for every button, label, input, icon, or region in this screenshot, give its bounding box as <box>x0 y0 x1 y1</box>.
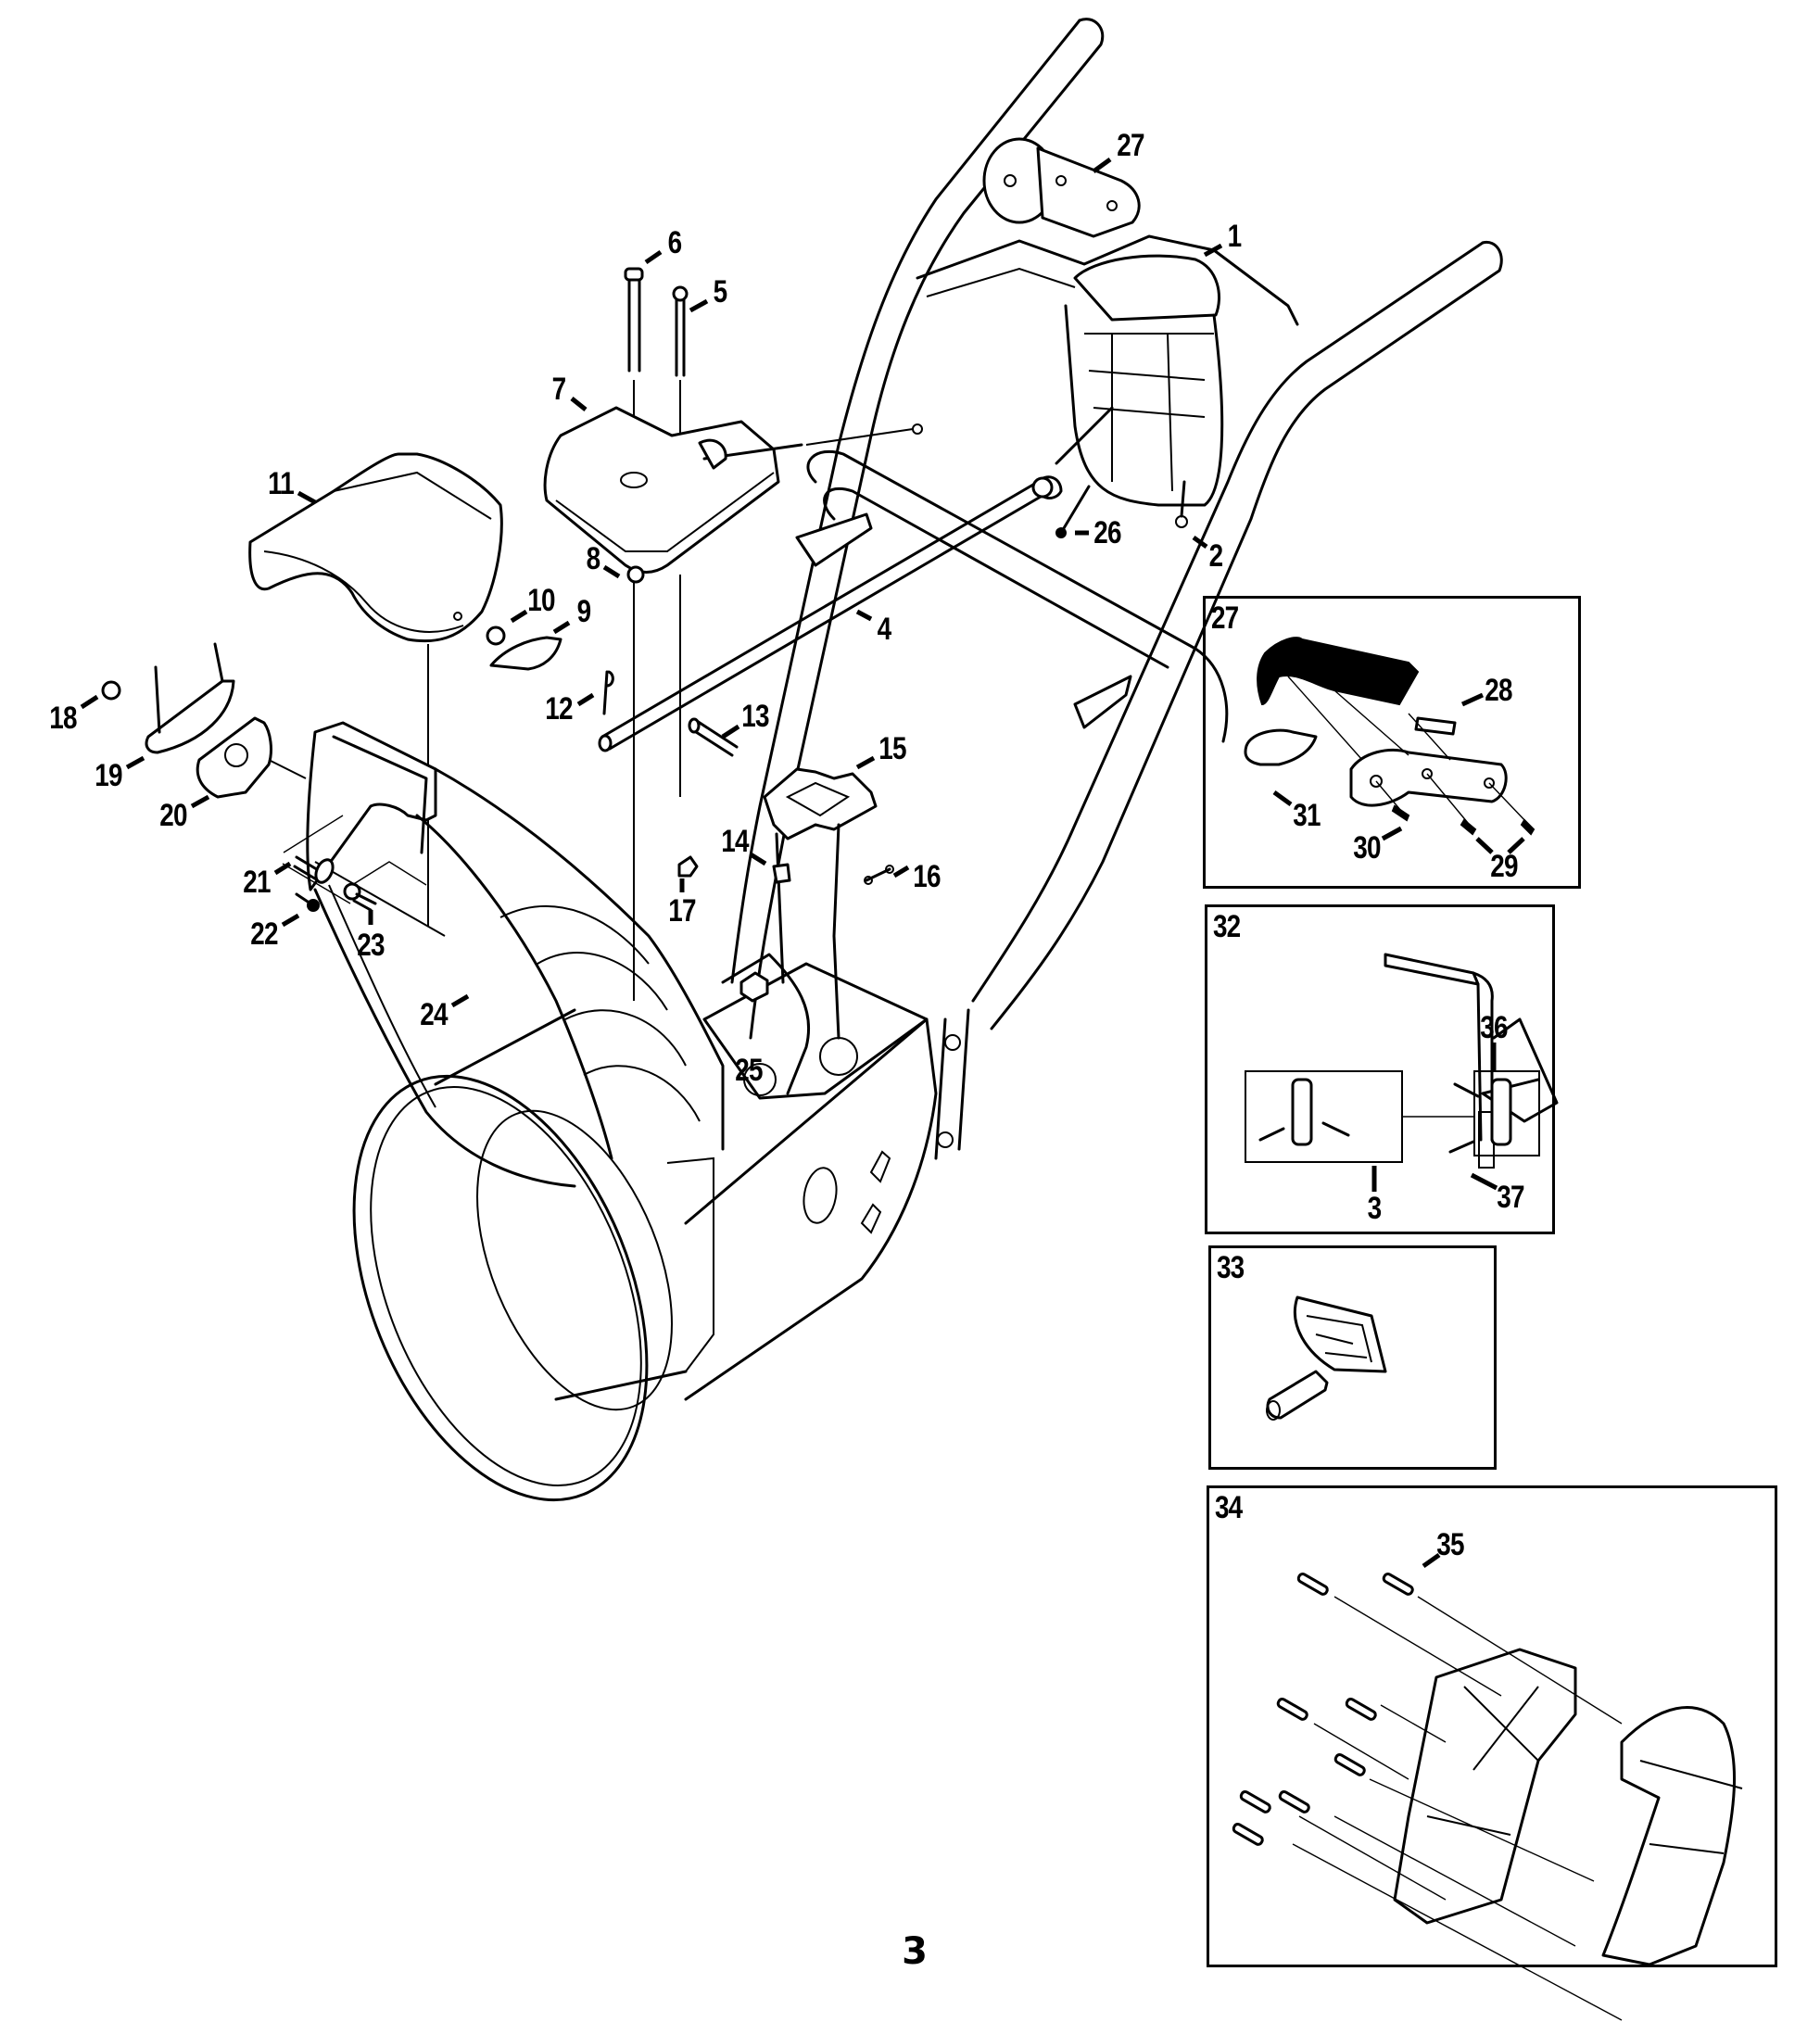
part-21-bolt <box>293 855 335 884</box>
page-number: 3 <box>902 1930 928 1973</box>
callout-26: 26 <box>1093 515 1121 550</box>
part-10-washer <box>486 626 506 646</box>
callout-3: 3 <box>1367 1191 1383 1226</box>
inset-box-27: 27 <box>1203 596 1581 889</box>
handle-frame <box>730 18 1503 1160</box>
part-12-clip <box>602 670 614 715</box>
callout-2: 2 <box>1208 538 1224 574</box>
inset-box-32: 32 <box>1205 904 1555 1234</box>
callout-1: 1 <box>1227 219 1243 254</box>
callout-18: 18 <box>49 701 77 736</box>
callout-17: 17 <box>668 893 696 929</box>
part-22-bolt <box>295 892 320 912</box>
part-2-screw <box>1175 515 1188 528</box>
callout-37: 37 <box>1497 1180 1524 1215</box>
part-9-knob <box>489 636 562 671</box>
callout-25: 25 <box>735 1053 763 1088</box>
inset-34-title: 34 <box>1215 1490 1243 1525</box>
inset-33-title: 33 <box>1217 1250 1245 1285</box>
callout-19: 19 <box>95 758 122 793</box>
callout-29: 29 <box>1490 849 1518 884</box>
callout-28: 28 <box>1485 673 1512 708</box>
callout-30: 30 <box>1353 830 1381 866</box>
inset-34-art <box>1232 1552 1743 2021</box>
callout-27: 27 <box>1117 128 1144 163</box>
callout-23: 23 <box>357 928 385 963</box>
part-7-cap <box>543 406 923 1001</box>
part-13-pin <box>688 717 739 757</box>
inset-33-art <box>1266 1295 1387 1421</box>
callout-6: 6 <box>667 225 683 260</box>
callout-leaders <box>80 157 1223 1008</box>
part-23-bolt <box>343 882 377 912</box>
callout-10: 10 <box>527 583 555 618</box>
inset-box-34: 34 <box>1207 1485 1777 1967</box>
callout-20: 20 <box>159 798 187 833</box>
callout-8: 8 <box>586 541 601 576</box>
callout-16: 16 <box>913 859 941 894</box>
callout-22: 22 <box>250 916 278 952</box>
inset-32-title: 32 <box>1213 909 1241 944</box>
callout-35: 35 <box>1436 1527 1464 1562</box>
callout-11: 11 <box>268 466 295 501</box>
callout-14: 14 <box>721 824 749 859</box>
callout-5: 5 <box>713 274 728 310</box>
part-20-gearbox <box>196 716 307 799</box>
callout-15: 15 <box>878 731 906 766</box>
part-8-washer <box>626 565 645 584</box>
part-1-housing <box>1036 254 1224 507</box>
part-27-lever <box>982 137 1141 238</box>
callout-4: 4 <box>877 612 892 647</box>
callout-7: 7 <box>551 372 567 407</box>
part-5-bolt <box>672 285 689 440</box>
callout-9: 9 <box>576 594 592 629</box>
part-6-bolt <box>624 267 644 449</box>
callout-12: 12 <box>545 691 573 727</box>
auger-housing <box>352 962 938 1502</box>
part-14-clip <box>772 863 791 884</box>
part-17-nut <box>677 855 699 878</box>
part-11-deflector <box>248 452 503 927</box>
callout-21: 21 <box>243 865 271 900</box>
inset-box-33: 33 <box>1208 1245 1497 1470</box>
callout-36: 36 <box>1480 1010 1508 1045</box>
part-19-bracket <box>145 642 235 754</box>
callout-24: 24 <box>420 997 448 1032</box>
inset-27-title: 27 <box>1211 600 1239 636</box>
callout-31: 31 <box>1293 798 1321 833</box>
part-4-rod <box>598 476 1054 752</box>
callout-13: 13 <box>741 699 769 734</box>
part-15-bracket <box>721 767 878 1095</box>
inset-27-art <box>1244 637 1536 836</box>
part-18-nut <box>101 680 121 701</box>
inset-32-art <box>1245 953 1559 1169</box>
part-24-chute <box>306 721 725 1188</box>
